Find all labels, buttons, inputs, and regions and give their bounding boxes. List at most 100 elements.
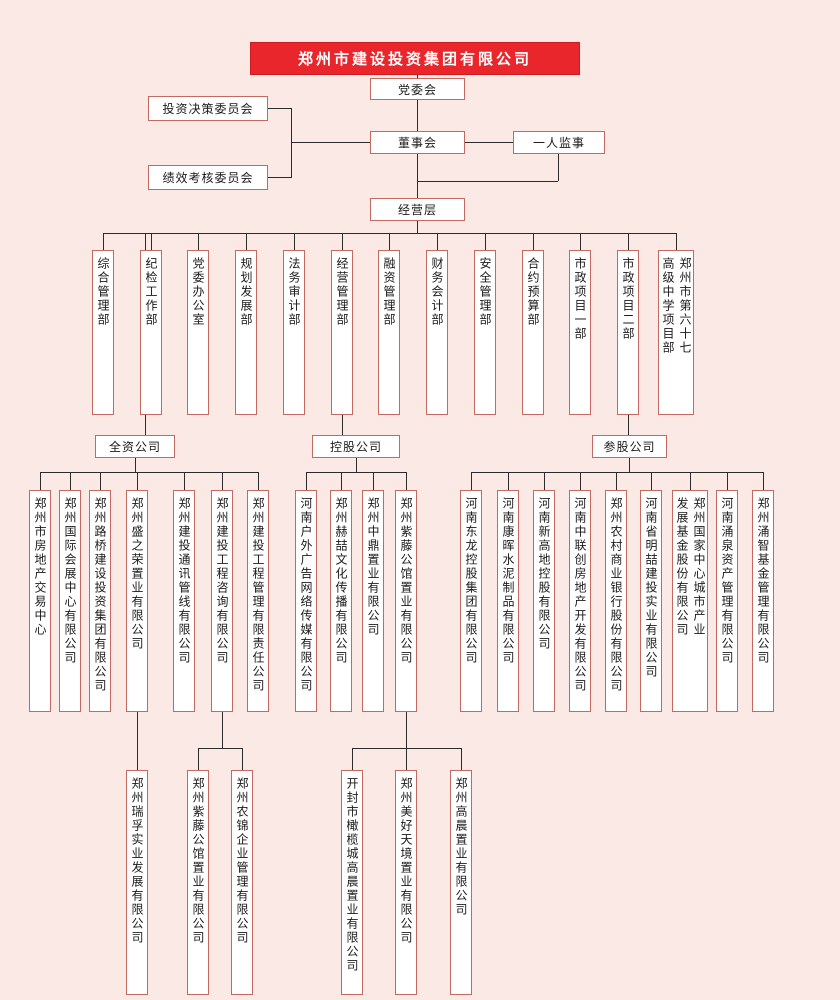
org-node-label: 融资管理部 [382,257,396,327]
org-node-subsidiary: 开封市橄榄城高晨置业有限公司 [341,770,363,995]
org-node-label: 合约预算部 [526,257,540,327]
org-node-company: 郑州国家中心城市产业发展基金股份有限公司 [672,490,708,712]
org-node-dept: 合约预算部 [522,250,544,415]
connector-line [268,177,292,178]
org-node-label: 投资决策委员会 [162,102,254,116]
org-category-participating: 参股公司 [592,435,667,458]
org-node-label: 郑州国际会展中心有限公司 [63,497,77,665]
org-node-label: 开封市橄榄城高晨置业有限公司 [345,777,359,973]
connector-line [198,748,242,749]
connector-line [306,472,307,490]
org-node-dept: 规划发展部 [235,250,257,415]
connector-line [616,472,617,490]
org-node-root: 郑州市建设投资集团有限公司 [250,42,580,75]
connector-line [533,233,534,250]
org-node-investment-committee: 投资决策委员会 [148,96,268,121]
org-node-label: 郑州中鼎置业有限公司 [366,497,380,637]
org-node-label: 河南新高地控股有限公司 [537,497,551,651]
connector-line [763,472,764,490]
org-node-label: 一人监事 [532,136,585,150]
connector-line [246,233,247,250]
org-node-company: 郑州赫喆文化传播有限公司 [330,490,352,712]
org-node-label: 郑州紫藤公馆置业有限公司 [191,777,205,945]
org-node-company: 河南新高地控股有限公司 [533,490,555,712]
org-node-dept: 财务会计部 [426,250,448,415]
org-node-company: 河南涌泉资产管理有限公司 [716,490,738,712]
org-node-label: 河南东龙控股集团有限公司 [464,497,478,665]
org-node-performance-committee: 绩效考核委员会 [148,165,268,190]
org-node-label: 郑州国家中心城市产业发展基金股份有限公司 [675,497,706,637]
org-category-holding: 控股公司 [312,435,400,458]
connector-line [629,458,630,472]
connector-line [151,233,152,250]
org-node-company: 河南户外广告网络传媒有限公司 [295,490,317,712]
org-node-label: 郑州美好天境置业有限公司 [399,777,413,945]
org-node-label: 绩效考核委员会 [162,171,254,185]
connector-line [291,142,370,143]
connector-line [40,472,41,490]
org-node-dept: 郑州市第六十七高级中学项目部 [658,250,694,415]
connector-line [70,472,71,490]
org-node-dept: 市政项目二部 [617,250,639,415]
connector-line [406,712,407,748]
org-node-management-layer: 经营层 [370,198,465,221]
org-node-label: 财务会计部 [430,257,444,327]
org-node-label: 经营管理部 [335,257,349,327]
connector-line [184,472,185,490]
org-node-company: 河南康晖水泥制品有限公司 [497,490,519,712]
connector-line [137,472,138,490]
connector-line [437,233,438,250]
connector-line [485,233,486,250]
connector-line [291,108,292,178]
connector-line [294,233,295,250]
connector-line [508,472,509,490]
connector-line [465,142,513,143]
org-node-dept: 融资管理部 [378,250,400,415]
connector-line [461,748,462,770]
org-node-dept: 安全管理部 [474,250,496,415]
connector-line [198,748,199,770]
org-node-label: 郑州建投工程管理有限责任公司 [251,497,265,693]
org-node-label: 郑州瑞孚实业发展有限公司 [130,777,144,945]
connector-line [417,100,418,131]
connector-line [137,712,138,770]
connector-line [306,472,406,473]
org-node-supervisor: 一人监事 [513,131,605,154]
org-node-company: 郑州中鼎置业有限公司 [362,490,384,712]
org-node-label: 纪检工作部 [144,257,158,327]
org-node-label: 河南中联创房地产开发有限公司 [573,497,587,693]
org-node-label: 郑州农村商业银行股份有限公司 [609,497,623,693]
org-node-label: 安全管理部 [478,257,492,327]
connector-line [471,472,763,473]
connector-line [580,233,581,250]
org-category-wholly-owned: 全资公司 [95,435,175,458]
org-node-company: 河南中联创房地产开发有限公司 [569,490,591,712]
org-node-label: 河南康晖水泥制品有限公司 [501,497,515,665]
org-node-board: 董事会 [370,131,465,154]
connector-line [544,472,545,490]
connector-line [406,748,407,770]
org-node-company: 郑州涌智基金管理有限公司 [752,490,774,712]
org-node-label: 规划发展部 [239,257,253,327]
org-node-dept: 纪检工作部 [140,250,162,415]
org-node-label: 董事会 [397,136,437,150]
connector-line [417,75,418,78]
connector-line [100,472,101,490]
org-node-label: 法务审计部 [287,257,301,327]
org-node-label: 郑州市房地产交易中心 [33,497,47,637]
connector-line [651,472,652,490]
org-node-label: 河南省明喆建投实业有限公司 [644,497,658,679]
connector-line [727,472,728,490]
org-node-label: 市政项目一部 [573,257,587,341]
org-node-subsidiary: 郑州美好天境置业有限公司 [395,770,417,995]
connector-line [258,472,259,490]
connector-line [417,221,418,233]
org-node-company: 郑州建投工程咨询有限公司 [211,490,233,712]
connector-line [222,712,223,748]
org-node-company: 郑州市房地产交易中心 [29,490,51,712]
org-node-company: 郑州盛之荣置业有限公司 [126,490,148,712]
org-node-label: 党委办公室 [191,257,205,327]
org-node-label: 郑州高晨置业有限公司 [454,777,468,917]
org-node-label: 郑州建投通讯管线有限公司 [177,497,191,665]
org-node-label: 综合管理部 [96,257,110,327]
